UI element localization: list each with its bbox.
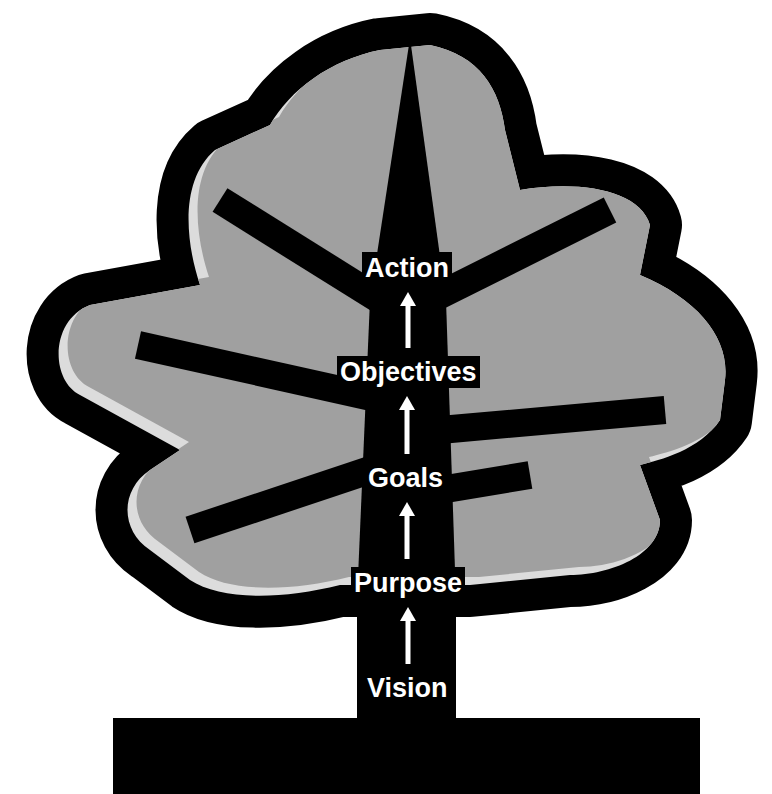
- arrow-shaft: [406, 304, 411, 348]
- label-text: Vision: [367, 673, 448, 703]
- flow-arrow: [399, 502, 415, 559]
- arrow-head: [399, 502, 415, 516]
- tree-label: Vision: [364, 672, 451, 704]
- arrow-head: [400, 607, 416, 621]
- tree-label: Action: [362, 252, 452, 284]
- label-text: Objectives: [340, 357, 477, 387]
- arrow-shaft: [406, 619, 411, 664]
- tree-base: [113, 718, 700, 794]
- label-text: Purpose: [354, 568, 462, 598]
- tree-label: Goals: [365, 462, 446, 494]
- arrow-shaft: [405, 514, 410, 559]
- arrow-head: [400, 292, 416, 306]
- label-text: Action: [365, 253, 449, 283]
- label-text: Goals: [368, 463, 443, 493]
- flow-arrow: [399, 396, 415, 454]
- tree-label: Objectives: [337, 356, 480, 388]
- flow-arrow: [400, 607, 416, 664]
- tree-label: Purpose: [351, 567, 465, 599]
- arrow-head: [399, 396, 415, 410]
- arrow-shaft: [405, 408, 410, 454]
- flow-arrow: [400, 292, 416, 348]
